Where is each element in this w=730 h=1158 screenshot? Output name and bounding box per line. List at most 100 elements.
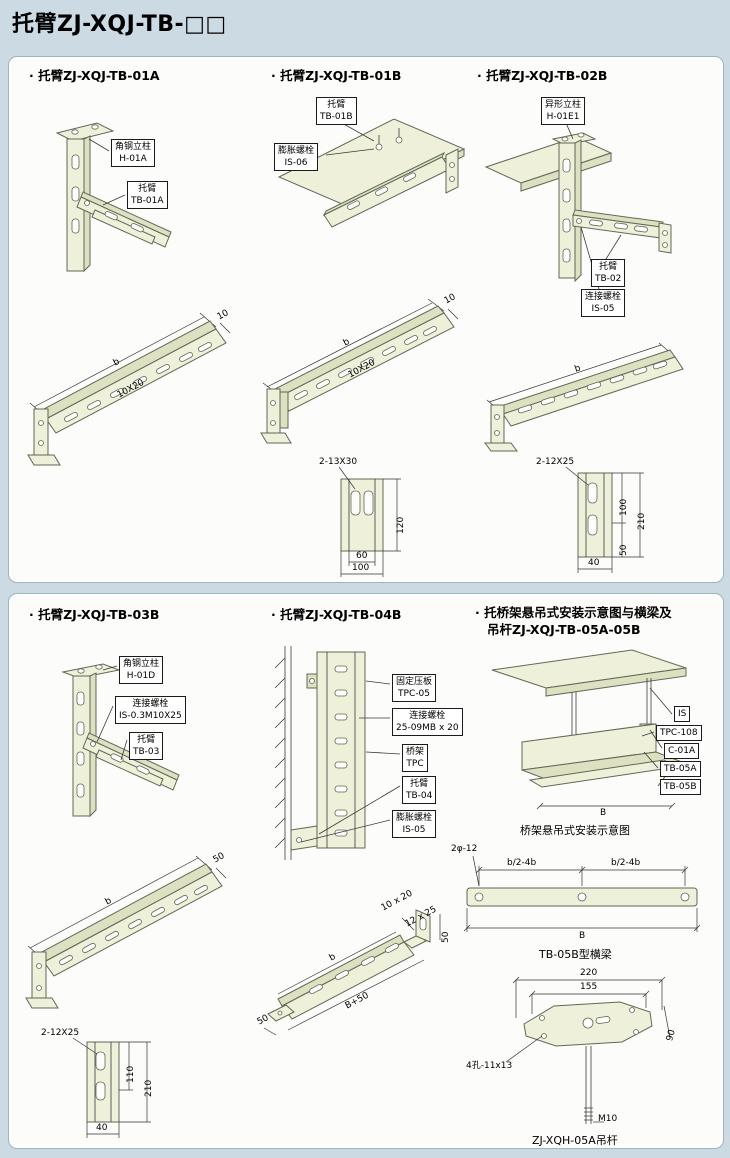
figure-02b-arm: b [475, 339, 720, 454]
heading-01b: · 托臂ZJ-XQJ-TB-01B [271, 68, 402, 83]
detail-h-01b: 120 [396, 516, 406, 534]
label-tpc108-05: TPC-108 [656, 725, 702, 742]
detail-w-03b: 40 [96, 1123, 108, 1133]
label-tb05b-05: TB-05B [660, 779, 701, 796]
figure-03b-assembly: 角钢立柱 H-01D 连接螺栓 IS-0.3M10X25 托臂 TB-03 [19, 642, 249, 847]
detail-total-02b: 210 [637, 512, 647, 530]
figure-04b-assembly: 固定压板 TPC-05 连接螺栓 25-09MB x 20 桥架 TPC 托臂 … [259, 634, 484, 872]
dim-B-05: B [600, 808, 607, 818]
page-title: 托臂ZJ-XQJ-TB-□□ [12, 12, 227, 37]
beam-dim-left: b/2-4b [507, 858, 537, 868]
hanger-holes-label: 4孔-11x13 [466, 1061, 513, 1071]
detail-w1-01b: 60 [356, 551, 368, 561]
figure-05-hanger: 220 155 90 4孔-11x13 M10 ZJ-XQH-05A吊杆 [464, 966, 719, 1147]
hanger-thread-label: M10 [598, 1114, 618, 1124]
arm-04b [290, 825, 318, 851]
wall-04b [274, 646, 292, 860]
beam-dim-right: b/2-4b [611, 858, 641, 868]
drawing-04b-assembly [274, 646, 401, 860]
arm-01b [322, 148, 459, 228]
drawing-02b-arm [484, 342, 684, 452]
figure-01b-detail: 2-13X30 120 60 100 [309, 455, 444, 577]
drawing-03b-detail [72, 1037, 151, 1138]
caption-05-beam: TB-05B型横梁 [539, 948, 612, 961]
label-is-05: IS [674, 706, 691, 723]
label-arm-01b: 托臂 TB-01B [316, 97, 357, 126]
figure-05-beam: 2φ-12 b/2-4b b/2-4b B TB-05B型横梁 [449, 842, 719, 964]
figure-02b-assembly: 异形立柱 H-01E1 托臂 TB-02 连接螺栓 IS-05 [471, 95, 721, 335]
drawing-01a-assembly [55, 122, 172, 273]
drawing-03b-arm [25, 855, 227, 1009]
label-c01a-05: C-01A [664, 743, 700, 760]
wall-slab-02b [484, 136, 613, 192]
beam-dim-B: B [579, 931, 586, 941]
label-bolt-02b: 连接螺栓 IS-05 [581, 289, 626, 318]
label-tb05a-05: TB-05A [660, 761, 701, 778]
drawing-02b-detail [565, 466, 644, 573]
drawing-05-hanger [505, 976, 671, 1124]
label-plate-04b: 固定压板 TPC-05 [392, 674, 437, 703]
detail-label-01b: 2-13X30 [319, 457, 358, 467]
tray-04b [316, 651, 366, 849]
label-post-01a: 角钢立柱 H-01A [111, 139, 156, 168]
detail-label-02b: 2-12X25 [536, 457, 575, 467]
heading-05-line2: 吊杆ZJ-XQJ-TB-05A-05B [487, 622, 641, 637]
post-03b [61, 663, 121, 818]
heading-05-line1: · 托桥架悬吊式安装示意图与横梁及 [475, 605, 672, 620]
tray-05 [521, 723, 683, 788]
figure-01a-arm: b 10X20 10 [14, 307, 259, 482]
detail-w-02b: 40 [588, 558, 600, 568]
heading-01a: · 托臂ZJ-XQJ-TB-01A [29, 68, 160, 83]
detail-d1-02b: 100 [619, 498, 629, 516]
hanger-rod-05 [584, 1046, 593, 1124]
drawing-05-assembly [491, 649, 687, 810]
detail-label-03b: 2-12X25 [41, 1028, 80, 1038]
ceiling-slab-05 [491, 649, 687, 697]
label-arm-04b: 托臂 TB-04 [402, 776, 437, 805]
figure-02b-detail: 2-12X25 100 50 210 40 [534, 455, 699, 577]
figure-01a-assembly: 角钢立柱 H-01A 托臂 TB-01A [19, 97, 249, 302]
dim-50v-04b: 50 [441, 931, 451, 943]
panel-bottom: · 托臂ZJ-XQJ-TB-03B · 托臂ZJ-XQJ-TB-04B · 托桥… [8, 593, 724, 1149]
label-arm-01a: 托臂 TB-01A [127, 181, 168, 210]
detail-total-03b: 210 [144, 1079, 154, 1097]
hanger-dim-155: 155 [580, 982, 598, 992]
detail-d2-02b: 50 [619, 544, 629, 556]
figure-01b-assembly: 托臂 TB-01B 膨胀螺栓 IS-06 [254, 95, 479, 290]
drawing-01b-assembly [277, 118, 466, 228]
arm-03b [82, 732, 180, 791]
drawing-05-beam [463, 855, 701, 932]
detail-d1-03b: 110 [126, 1065, 136, 1083]
label-bolt2-04b: 膨胀螺栓 IS-05 [392, 810, 437, 839]
drawing-02b-assembly [484, 122, 672, 290]
panel-top: · 托臂ZJ-XQJ-TB-01A · 托臂ZJ-XQJ-TB-01B · 托臂… [8, 56, 724, 583]
heading-04b: · 托臂ZJ-XQJ-TB-04B [271, 607, 402, 622]
post-01a [55, 122, 115, 273]
drawing-01b-detail [338, 466, 401, 577]
figure-05-assembly: IS TPC-108 C-01A TB-05A TB-05B B 桥架悬吊式安装… [464, 640, 722, 840]
figure-04b-arm: 10 x 20 12 x 25 50 b B+50 50 [254, 878, 494, 1050]
beam-holes-label: 2φ-12 [451, 844, 478, 854]
heading-03b: · 托臂ZJ-XQJ-TB-03B [29, 607, 160, 622]
label-bolt-03b: 连接螺栓 IS-0.3M10X25 [115, 696, 186, 725]
arm-02b [572, 209, 672, 254]
arm-01a [76, 191, 172, 248]
label-arm-03b: 托臂 TB-03 [129, 732, 164, 761]
caption-05-hanger: ZJ-XQH-05A吊杆 [532, 1134, 618, 1147]
label-arm-02b: 托臂 TB-02 [591, 259, 626, 288]
label-bolt1-04b: 连接螺栓 25-09MB x 20 [392, 708, 463, 737]
label-post-03b: 角钢立柱 H-01D [119, 656, 164, 685]
drawing-01b-arm [260, 298, 459, 444]
drawing-04b-arm [263, 909, 441, 1036]
heading-02b: · 托臂ZJ-XQJ-TB-02B [477, 68, 608, 83]
label-bolt-01b: 膨胀螺栓 IS-06 [274, 143, 319, 172]
figure-01b-arm: b 10X20 10 [249, 292, 484, 450]
label-post-02b: 异形立柱 H-01E1 [541, 97, 586, 126]
label-tray-04b: 桥架 TPC [402, 744, 429, 773]
figure-03b-detail: 2-12X25 110 210 40 [39, 1026, 204, 1144]
caption-05-assembly: 桥架悬吊式安装示意图 [520, 824, 630, 837]
figure-03b-arm: b 50 [14, 851, 259, 1024]
hanger-dim-220: 220 [580, 968, 598, 978]
detail-w2-01b: 100 [352, 563, 370, 573]
